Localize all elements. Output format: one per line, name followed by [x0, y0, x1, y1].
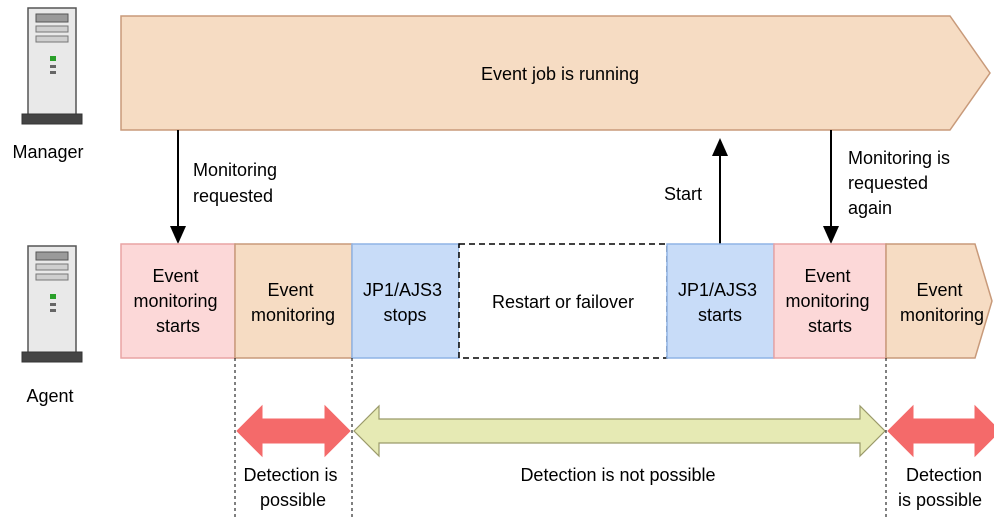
manager-band-label: Event job is running [481, 64, 639, 84]
detection-possible-arrow-2 [887, 404, 994, 458]
start-arrow [712, 138, 728, 244]
block-7-line-2: monitoring [900, 305, 984, 325]
block-4-text: Restart or failover [492, 292, 634, 312]
detection-possible-arrow-1 [236, 404, 351, 458]
block-2-line-2: monitoring [251, 305, 335, 325]
monitoring-requested-line-1: Monitoring [193, 160, 277, 180]
requested-again-line-3: again [848, 198, 892, 218]
start-label: Start [664, 184, 702, 204]
block-event-monitoring-starts-1 [120, 243, 236, 359]
requested-again-line-1: Monitoring is [848, 148, 950, 168]
block-6-line-3: starts [808, 316, 852, 336]
block-5-text: JP1/AJS3 starts [678, 280, 762, 325]
block-1-line-2: monitoring [133, 291, 217, 311]
block-7-line-1: Event [916, 280, 962, 300]
block-event-monitoring-starts-2 [773, 243, 887, 359]
detection-possible-1-line-2: possible [260, 490, 326, 510]
agent-server-icon [21, 245, 83, 363]
block-7-text: Event monitoring [900, 280, 984, 325]
manager-server-icon [21, 7, 83, 125]
block-5-line-1: JP1/AJS3 [678, 280, 757, 300]
detection-possible-1-line-1: Detection is [243, 465, 337, 485]
block-2-line-1: Event [267, 280, 313, 300]
agent-label: Agent [26, 386, 73, 406]
monitoring-requested-again-arrow [823, 130, 839, 244]
block-6-line-1: Event [804, 266, 850, 286]
block-6-line-2: monitoring [785, 291, 869, 311]
requested-again-line-2: requested [848, 173, 928, 193]
monitoring-requested-label: Monitoring requested [193, 160, 282, 206]
detection-not-possible-label: Detection is not possible [520, 465, 715, 485]
detection-possible-2-line-2: is possible [898, 490, 982, 510]
detection-possible-2-line-1: Detection [906, 465, 982, 485]
block-6-text: Event monitoring starts [785, 266, 874, 336]
detection-possible-2-label: Detection is possible [898, 465, 987, 510]
block-jp1-ajs3-stops [351, 243, 460, 359]
block-3-text: JP1/AJS3 stops [363, 280, 447, 325]
block-event-monitoring-2 [885, 243, 993, 359]
block-1-line-3: starts [156, 316, 200, 336]
monitoring-requested-again-label: Monitoring is requested again [848, 148, 955, 218]
block-1-text: Event monitoring starts [133, 266, 222, 336]
block-event-monitoring-1 [234, 243, 353, 359]
monitoring-requested-arrow [170, 130, 186, 244]
block-3-line-2: stops [383, 305, 426, 325]
monitoring-requested-line-2: requested [193, 186, 273, 206]
manager-label: Manager [12, 142, 83, 162]
block-jp1-ajs3-starts [666, 243, 775, 359]
detection-not-possible-arrow [353, 404, 886, 458]
block-5-line-2: starts [698, 305, 742, 325]
block-3-line-1: JP1/AJS3 [363, 280, 442, 300]
manager-event-job-band [120, 15, 991, 131]
block-1-line-1: Event [152, 266, 198, 286]
block-2-text: Event monitoring [251, 280, 335, 325]
detection-possible-1-label: Detection is possible [243, 465, 342, 510]
block-restart-or-failover [458, 243, 668, 359]
